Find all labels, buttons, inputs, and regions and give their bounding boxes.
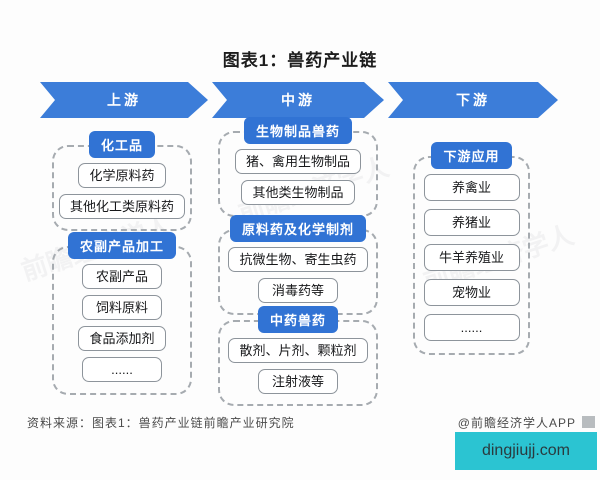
item-downstream-ellipsis: ...... [423,314,520,341]
item-disinfectants: 消毒药等 [258,278,338,303]
item-other-bio: 其他类生物制品 [241,180,355,205]
group-header-api-chemical-preparations: 原料药及化学制剂 [229,215,366,242]
diagram-title: 图表1：兽药产业链 [222,51,378,70]
group-downstream-applications: 下游应用 养禽业 养猪业 牛羊养殖业 宠物业 ...... [413,142,530,355]
group-box-chemical-products: 化学原料药 其他化工类原料药 [52,145,192,231]
credit-note: @前瞻经济学人APP [457,416,576,430]
stage-label-upstream: 上游 [107,92,141,108]
group-chemical-products: 化工品 化学原料药 其他化工类原料药 [52,131,192,231]
item-poultry-farming: 养禽业 [423,174,520,201]
group-tcm-vet-drugs: 中药兽药 散剂、片剂、颗粒剂 注射液等 [218,306,378,406]
group-box-downstream-applications: 养禽业 养猪业 牛羊养殖业 宠物业 ...... [413,156,530,355]
item-feed-raw-materials: 饲料原料 [82,295,162,320]
item-injections: 注射液等 [258,369,338,394]
item-pig-farming: 养猪业 [423,209,520,236]
group-box-api-chemical-preparations: 抗微生物、寄生虫药 消毒药等 [218,229,378,315]
source-note: 资料来源：图表1：兽药产业链前瞻产业研究院 [27,416,295,430]
item-agri-ellipsis: ...... [82,357,162,382]
stage-arrow-downstream: 下游 [388,82,558,118]
group-box-agri-processing: 农副产品 饲料原料 食品添加剂 ...... [52,246,192,395]
group-header-biological-vet-drugs: 生物制品兽药 [243,117,352,144]
item-antimicrobial-antiparasitic: 抗微生物、寄生虫药 [228,247,368,272]
stage-arrow-midstream: 中游 [212,82,384,118]
group-header-downstream-applications: 下游应用 [431,142,512,169]
item-other-chemical-raw: 其他化工类原料药 [59,194,186,219]
item-food-additives: 食品添加剂 [78,326,166,351]
item-chemical-api: 化学原料药 [78,163,166,188]
item-powder-tablet-granule: 散剂、片剂、颗粒剂 [228,338,368,363]
item-agri-products: 农副产品 [82,264,162,289]
gray-square-decoration [582,416,595,428]
stage-label-midstream: 中游 [281,92,315,108]
group-header-chemical-products: 化工品 [88,131,155,158]
item-cattle-sheep-farming: 牛羊养殖业 [423,244,520,271]
item-pig-poultry-bio: 猪、禽用生物制品 [234,149,361,174]
group-api-chemical-preparations: 原料药及化学制剂 抗微生物、寄生虫药 消毒药等 [218,215,378,315]
group-agri-processing: 农副产品加工 农副产品 饲料原料 食品添加剂 ...... [52,232,192,395]
group-header-tcm-vet-drugs: 中药兽药 [257,306,338,333]
stage-arrow-upstream: 上游 [40,82,208,118]
item-pet-industry: 宠物业 [423,279,520,306]
group-header-agri-processing: 农副产品加工 [67,232,176,259]
group-box-tcm-vet-drugs: 散剂、片剂、颗粒剂 注射液等 [218,320,378,406]
group-biological-vet-drugs: 生物制品兽药 猪、禽用生物制品 其他类生物制品 [218,117,378,217]
site-watermark: dingjiujj.com [455,432,597,470]
stage-label-downstream: 下游 [456,92,490,108]
